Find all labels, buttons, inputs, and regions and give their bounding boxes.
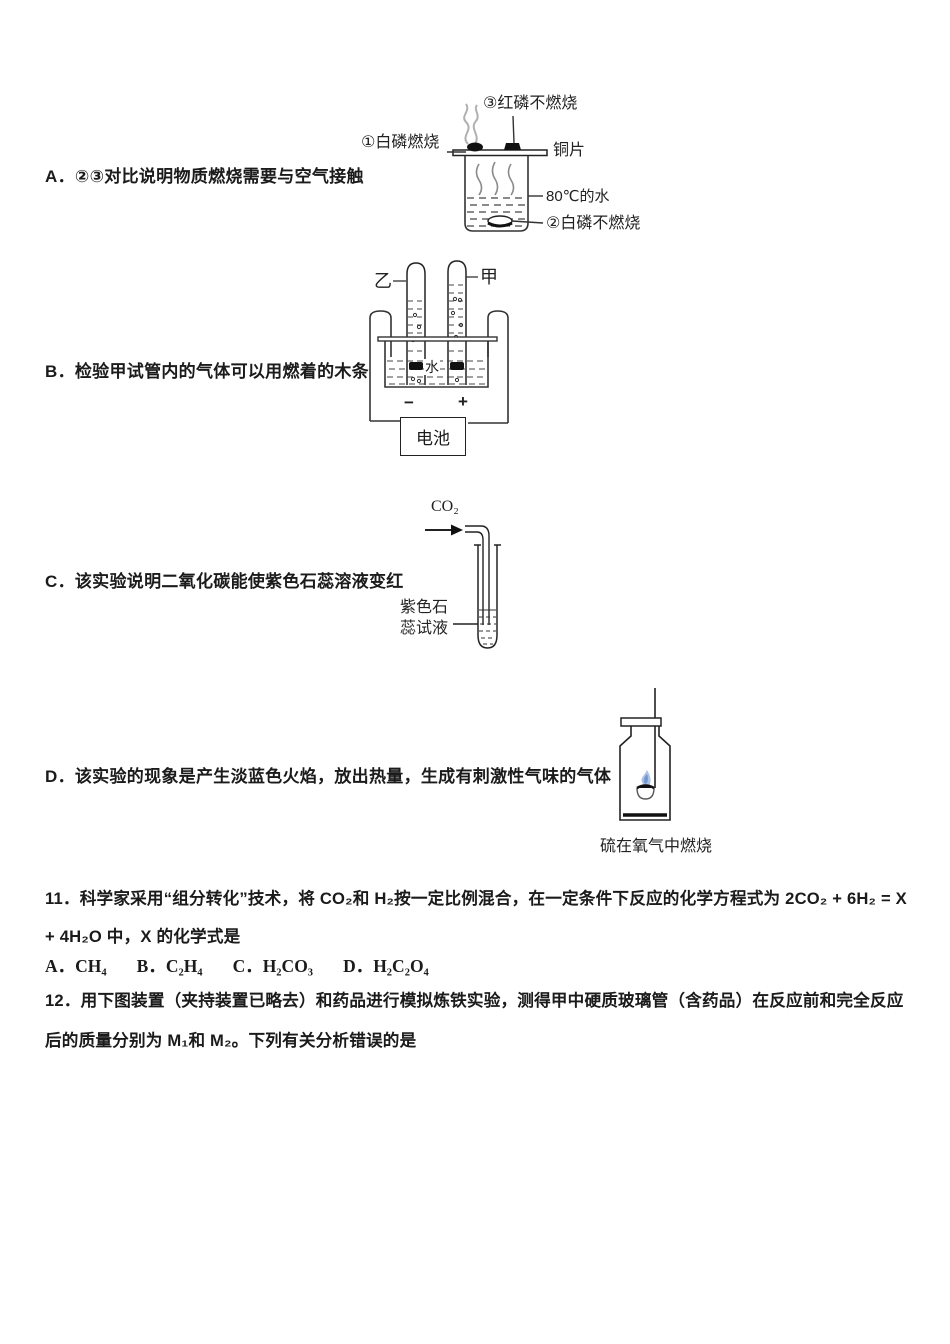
sulfur-in-oxygen-diagram: 硫在氧气中燃烧 bbox=[595, 688, 755, 870]
label-tube-left: 乙 bbox=[374, 271, 392, 291]
test-tube bbox=[474, 544, 501, 649]
test-tube-right bbox=[447, 260, 467, 385]
electrolysis-diagram: 乙 甲 水 − + 电池 bbox=[360, 255, 560, 465]
label-white-phosphorus-not-burning: ②白磷不燃烧 bbox=[546, 215, 641, 232]
smoke-icon bbox=[463, 103, 479, 145]
blue-flame-core bbox=[643, 774, 648, 784]
basin bbox=[384, 341, 489, 388]
q12-text-line1: 12．用下图装置（夹持装置已略去）和药品进行模拟炼铁实验，测得甲中硬质玻璃管（含… bbox=[45, 991, 904, 1010]
label-water: 水 bbox=[424, 359, 440, 376]
phosphorus-combustion-diagram: ③红磷不燃烧 ①白磷燃烧 铜片 80℃的水 ②白磷不燃烧 bbox=[355, 92, 665, 242]
plus-terminal: + bbox=[458, 392, 468, 411]
q11-option-a: A．CH₄ bbox=[45, 956, 107, 976]
right-electrode-wire bbox=[487, 310, 509, 423]
minus-terminal: − bbox=[404, 393, 414, 412]
right-electrode bbox=[450, 362, 464, 370]
q12-text-line2: 后的质量分别为 M₁和 M₂。下列有关分析错误的是 bbox=[45, 1031, 417, 1050]
q11-options-row: A．CH₄ B．C₂H₄ C．H₂CO₃ D．H₂C₂O₄ bbox=[45, 953, 429, 978]
basin-rim bbox=[377, 336, 498, 342]
sulfur-diagram-art bbox=[619, 688, 671, 821]
q10-option-d: D．该实验的现象是产生淡蓝色火焰，放出热量，生成有刺激性气味的气体 bbox=[45, 767, 612, 786]
copper-sheet bbox=[452, 149, 548, 157]
q11-text-line1: 11．科学家采用“组分转化”技术，将 CO₂和 H₂按一定比例混合，在一定条件下… bbox=[45, 889, 907, 908]
label-red-phosphorus: ③红磷不燃烧 bbox=[483, 95, 578, 112]
delivery-tube bbox=[465, 525, 490, 625]
burning-sulfur bbox=[636, 784, 655, 790]
beaker bbox=[464, 156, 529, 232]
basin-water-dashes bbox=[387, 360, 486, 385]
litmus-liquid bbox=[479, 609, 496, 645]
q10-option-c: C．该实验说明二氧化碳能使紫色石蕊溶液变红 bbox=[45, 572, 404, 591]
q11-text-line2: + 4H₂O 中，X 的化学式是 bbox=[45, 927, 241, 946]
label-litmus-line2: 蕊试液 bbox=[400, 620, 449, 637]
electrolysis-diagram-art bbox=[369, 260, 509, 424]
convection-lines bbox=[475, 161, 515, 196]
battery-label: 电池 bbox=[416, 429, 450, 448]
q10-option-a: A．②③对比说明物质燃烧需要与空气接触 bbox=[45, 167, 364, 186]
label-tube-right: 甲 bbox=[480, 267, 498, 287]
left-electrode bbox=[409, 362, 423, 370]
pointer-line-red-p bbox=[512, 115, 515, 144]
label-80c-water: 80℃的水 bbox=[546, 188, 610, 205]
co2-diagram-art bbox=[425, 524, 501, 649]
gas-bottle bbox=[619, 726, 671, 821]
submerged-phosphorus-base bbox=[487, 221, 513, 228]
gas-flow-arrow-head bbox=[451, 524, 463, 536]
left-electrode-wire bbox=[369, 310, 392, 421]
sulfur-diagram-caption: 硫在氧气中燃烧 bbox=[600, 838, 713, 855]
label-litmus-line1: 紫色石 bbox=[400, 599, 449, 616]
pointer-line-submerged-p bbox=[511, 220, 544, 224]
bottle-lid bbox=[620, 717, 662, 727]
co2-litmus-diagram: CO₂ 紫色石 蕊试液 bbox=[395, 498, 565, 660]
label-white-phosphorus-burning: ①白磷燃烧 bbox=[361, 134, 440, 151]
test-tube-left bbox=[406, 262, 426, 385]
q11-option-c: C．H₂CO₃ bbox=[232, 956, 314, 976]
label-co2-gas: CO₂ bbox=[431, 498, 459, 515]
battery-box: 电池 bbox=[400, 417, 466, 456]
q11-option-b: B．C₂H₄ bbox=[136, 956, 203, 976]
red-phosphorus-sample bbox=[504, 143, 521, 150]
label-copper-sheet: 铜片 bbox=[553, 142, 586, 159]
q11-option-d: D．H₂C₂O₄ bbox=[343, 956, 429, 976]
combustion-spoon bbox=[636, 787, 655, 800]
q10-option-b: B．检验甲试管内的气体可以用燃着的木条 bbox=[45, 362, 369, 381]
white-phosphorus-sample bbox=[467, 142, 483, 152]
phosphorus-diagram-art bbox=[447, 103, 548, 232]
